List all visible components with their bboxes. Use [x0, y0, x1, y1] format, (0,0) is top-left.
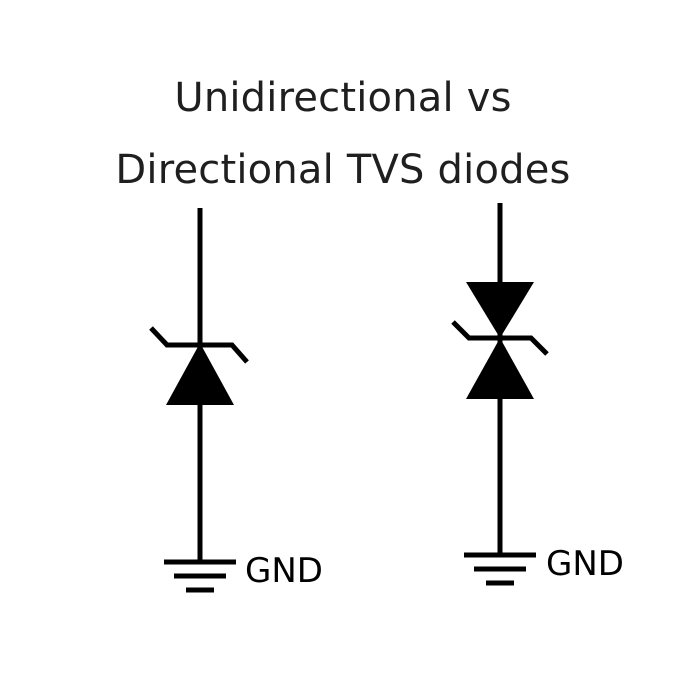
- title-line-1: Unidirectional vs: [174, 75, 512, 121]
- bidirectional-zener-bar: [451, 320, 549, 356]
- bidirectional-diode-bottom-triangle: [466, 338, 534, 399]
- unidirectional-tvs-circuit: GND: [149, 208, 323, 593]
- bidirectional-tvs-circuit: GND: [451, 203, 624, 586]
- right-ground-label: GND: [546, 544, 624, 584]
- left-ground-symbol: [164, 559, 236, 593]
- unidirectional-diode-triangle: [166, 343, 234, 405]
- unidirectional-zener-bar: [149, 326, 249, 364]
- left-ground-label: GND: [245, 551, 323, 591]
- right-ground-symbol: [464, 552, 536, 586]
- diagram-title: Unidirectional vs Directional TVS diodes: [0, 62, 686, 206]
- title-line-2: Directional TVS diodes: [115, 147, 571, 193]
- bidirectional-diode-top-triangle: [466, 282, 534, 338]
